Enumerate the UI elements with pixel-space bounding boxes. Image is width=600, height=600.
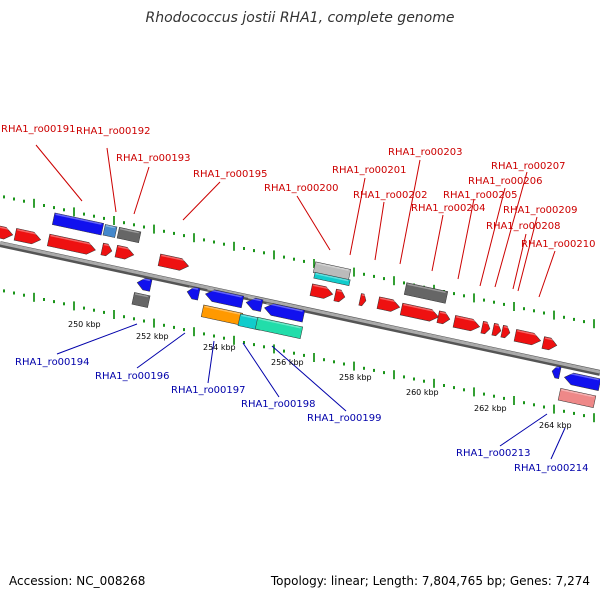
forward-gene: [452, 315, 481, 332]
forward-leader-line: [133, 166, 150, 215]
upper-cyan-feature: [313, 271, 351, 287]
scale-label: 250 kbp: [68, 320, 101, 329]
forward-leader-line: [538, 250, 556, 298]
forward-gene: [480, 320, 491, 335]
forward-gene: [358, 293, 367, 307]
backbone-line: [0, 241, 600, 374]
reverse-gene: [563, 372, 600, 391]
scale-label: 256 kbp: [271, 358, 304, 367]
scale-label: 254 kbp: [203, 343, 236, 352]
forward-leader-line: [399, 159, 421, 265]
forward-gene-label: RHA1_ro00201: [332, 165, 407, 176]
scale-label: 260 kbp: [406, 388, 439, 397]
reverse-gene: [205, 288, 245, 309]
reverse-leader-line: [550, 427, 566, 460]
forward-leader-line: [296, 195, 331, 251]
forward-gene: [157, 253, 190, 271]
forward-gene-label: RHA1_ro00209: [503, 205, 578, 216]
forward-gene: [309, 283, 334, 299]
upper-blue-feature: [52, 212, 104, 236]
forward-gene-label: RHA1_ro00206: [468, 176, 543, 187]
forward-gene: [333, 288, 346, 303]
accession-text: Accession: NC_008268: [9, 574, 146, 588]
forward-gene-label: RHA1_ro00200: [264, 183, 339, 194]
forward-gene-label: RHA1_ro00208: [486, 221, 561, 232]
reverse-gene-label: RHA1_ro00214: [514, 463, 589, 474]
reverse-gene-label: RHA1_ro00199: [307, 413, 382, 424]
upper-tick-track: [3, 195, 595, 329]
scale-labels: 250 kbp 252 kbp 254 kbp 256 kbp 258 kbp 260 k…: [68, 320, 572, 430]
reverse-gene: [245, 297, 264, 312]
upper-gray-feature: [116, 227, 142, 243]
forward-gene: [513, 329, 542, 346]
forward-gene: [100, 242, 113, 257]
forward-gene-label: RHA1_ro00191: [1, 124, 76, 135]
reverse-gene-label: RHA1_ro00194: [15, 357, 90, 368]
genome-backbone: [0, 241, 600, 376]
forward-gene-label: RHA1_ro00203: [388, 147, 463, 158]
lower-pink-feature: [557, 388, 597, 408]
forward-gene: [436, 310, 451, 325]
forward-gene: [0, 224, 14, 240]
forward-leader-line: [35, 144, 83, 202]
forward-gene: [399, 302, 439, 322]
scale-label: 264 kbp: [539, 421, 572, 430]
reverse-leader-line: [56, 323, 138, 355]
reverse-gene-label: RHA1_ro00196: [95, 371, 170, 382]
upper-gray-feature-2: [403, 282, 449, 304]
gene-features: [0, 212, 600, 408]
forward-gene: [500, 324, 511, 339]
genome-summary-text: Topology: linear; Length: 7,804,765 bp; …: [270, 574, 590, 588]
reverse-gene: [136, 277, 153, 292]
reverse-leader-line: [499, 413, 548, 447]
forward-leader-line: [431, 214, 444, 272]
forward-leader-line: [182, 181, 221, 221]
lower-gray-feature: [131, 292, 151, 308]
forward-leader-line: [517, 216, 538, 292]
map-title: Rhodococcus jostii RHA1, complete genome: [145, 10, 455, 26]
forward-leader-line: [374, 201, 385, 261]
forward-gene-label: RHA1_ro00204: [411, 203, 486, 214]
forward-leader-line: [494, 171, 528, 288]
forward-gene: [114, 244, 135, 260]
reverse-gene-label: RHA1_ro00198: [241, 399, 316, 410]
forward-leader-line: [106, 147, 117, 213]
forward-leader-line: [457, 198, 475, 280]
lower-teal-feature: [254, 317, 304, 339]
forward-gene: [491, 322, 502, 337]
reverse-leader-line: [271, 345, 347, 412]
forward-leader-line: [349, 177, 366, 256]
label-leader-lines: [35, 144, 566, 460]
reverse-gene-label: RHA1_ro00197: [171, 385, 246, 396]
reverse-gene-label: RHA1_ro00213: [456, 448, 531, 459]
forward-gene: [541, 336, 558, 351]
forward-gene: [13, 228, 42, 245]
reverse-gene: [551, 365, 562, 380]
forward-leader-line: [479, 187, 506, 287]
upper-lightblue-feature: [102, 224, 118, 238]
lower-orange-feature: [200, 304, 244, 326]
forward-gene-label: RHA1_ro00195: [193, 169, 268, 180]
forward-gene-label: RHA1_ro00202: [353, 190, 428, 201]
reverse-leader-line: [136, 332, 186, 369]
forward-gene-label: RHA1_ro00192: [76, 126, 151, 137]
forward-gene-label: RHA1_ro00210: [521, 239, 596, 250]
reverse-gene: [264, 302, 306, 323]
forward-gene: [46, 233, 96, 255]
forward-gene: [376, 296, 401, 312]
forward-gene-label: RHA1_ro00193: [116, 153, 191, 164]
reverse-leader-line: [242, 342, 280, 398]
lower-tick-track: [3, 289, 595, 423]
scale-label: 262 kbp: [474, 404, 507, 413]
forward-gene-label: RHA1_ro00207: [491, 161, 566, 172]
reverse-gene: [186, 286, 201, 301]
reverse-leader-line: [207, 340, 215, 384]
forward-gene-label: RHA1_ro00205: [443, 190, 518, 201]
scale-label: 258 kbp: [339, 373, 372, 382]
scale-label: 252 kbp: [136, 332, 169, 341]
forward-leader-line: [512, 233, 527, 290]
